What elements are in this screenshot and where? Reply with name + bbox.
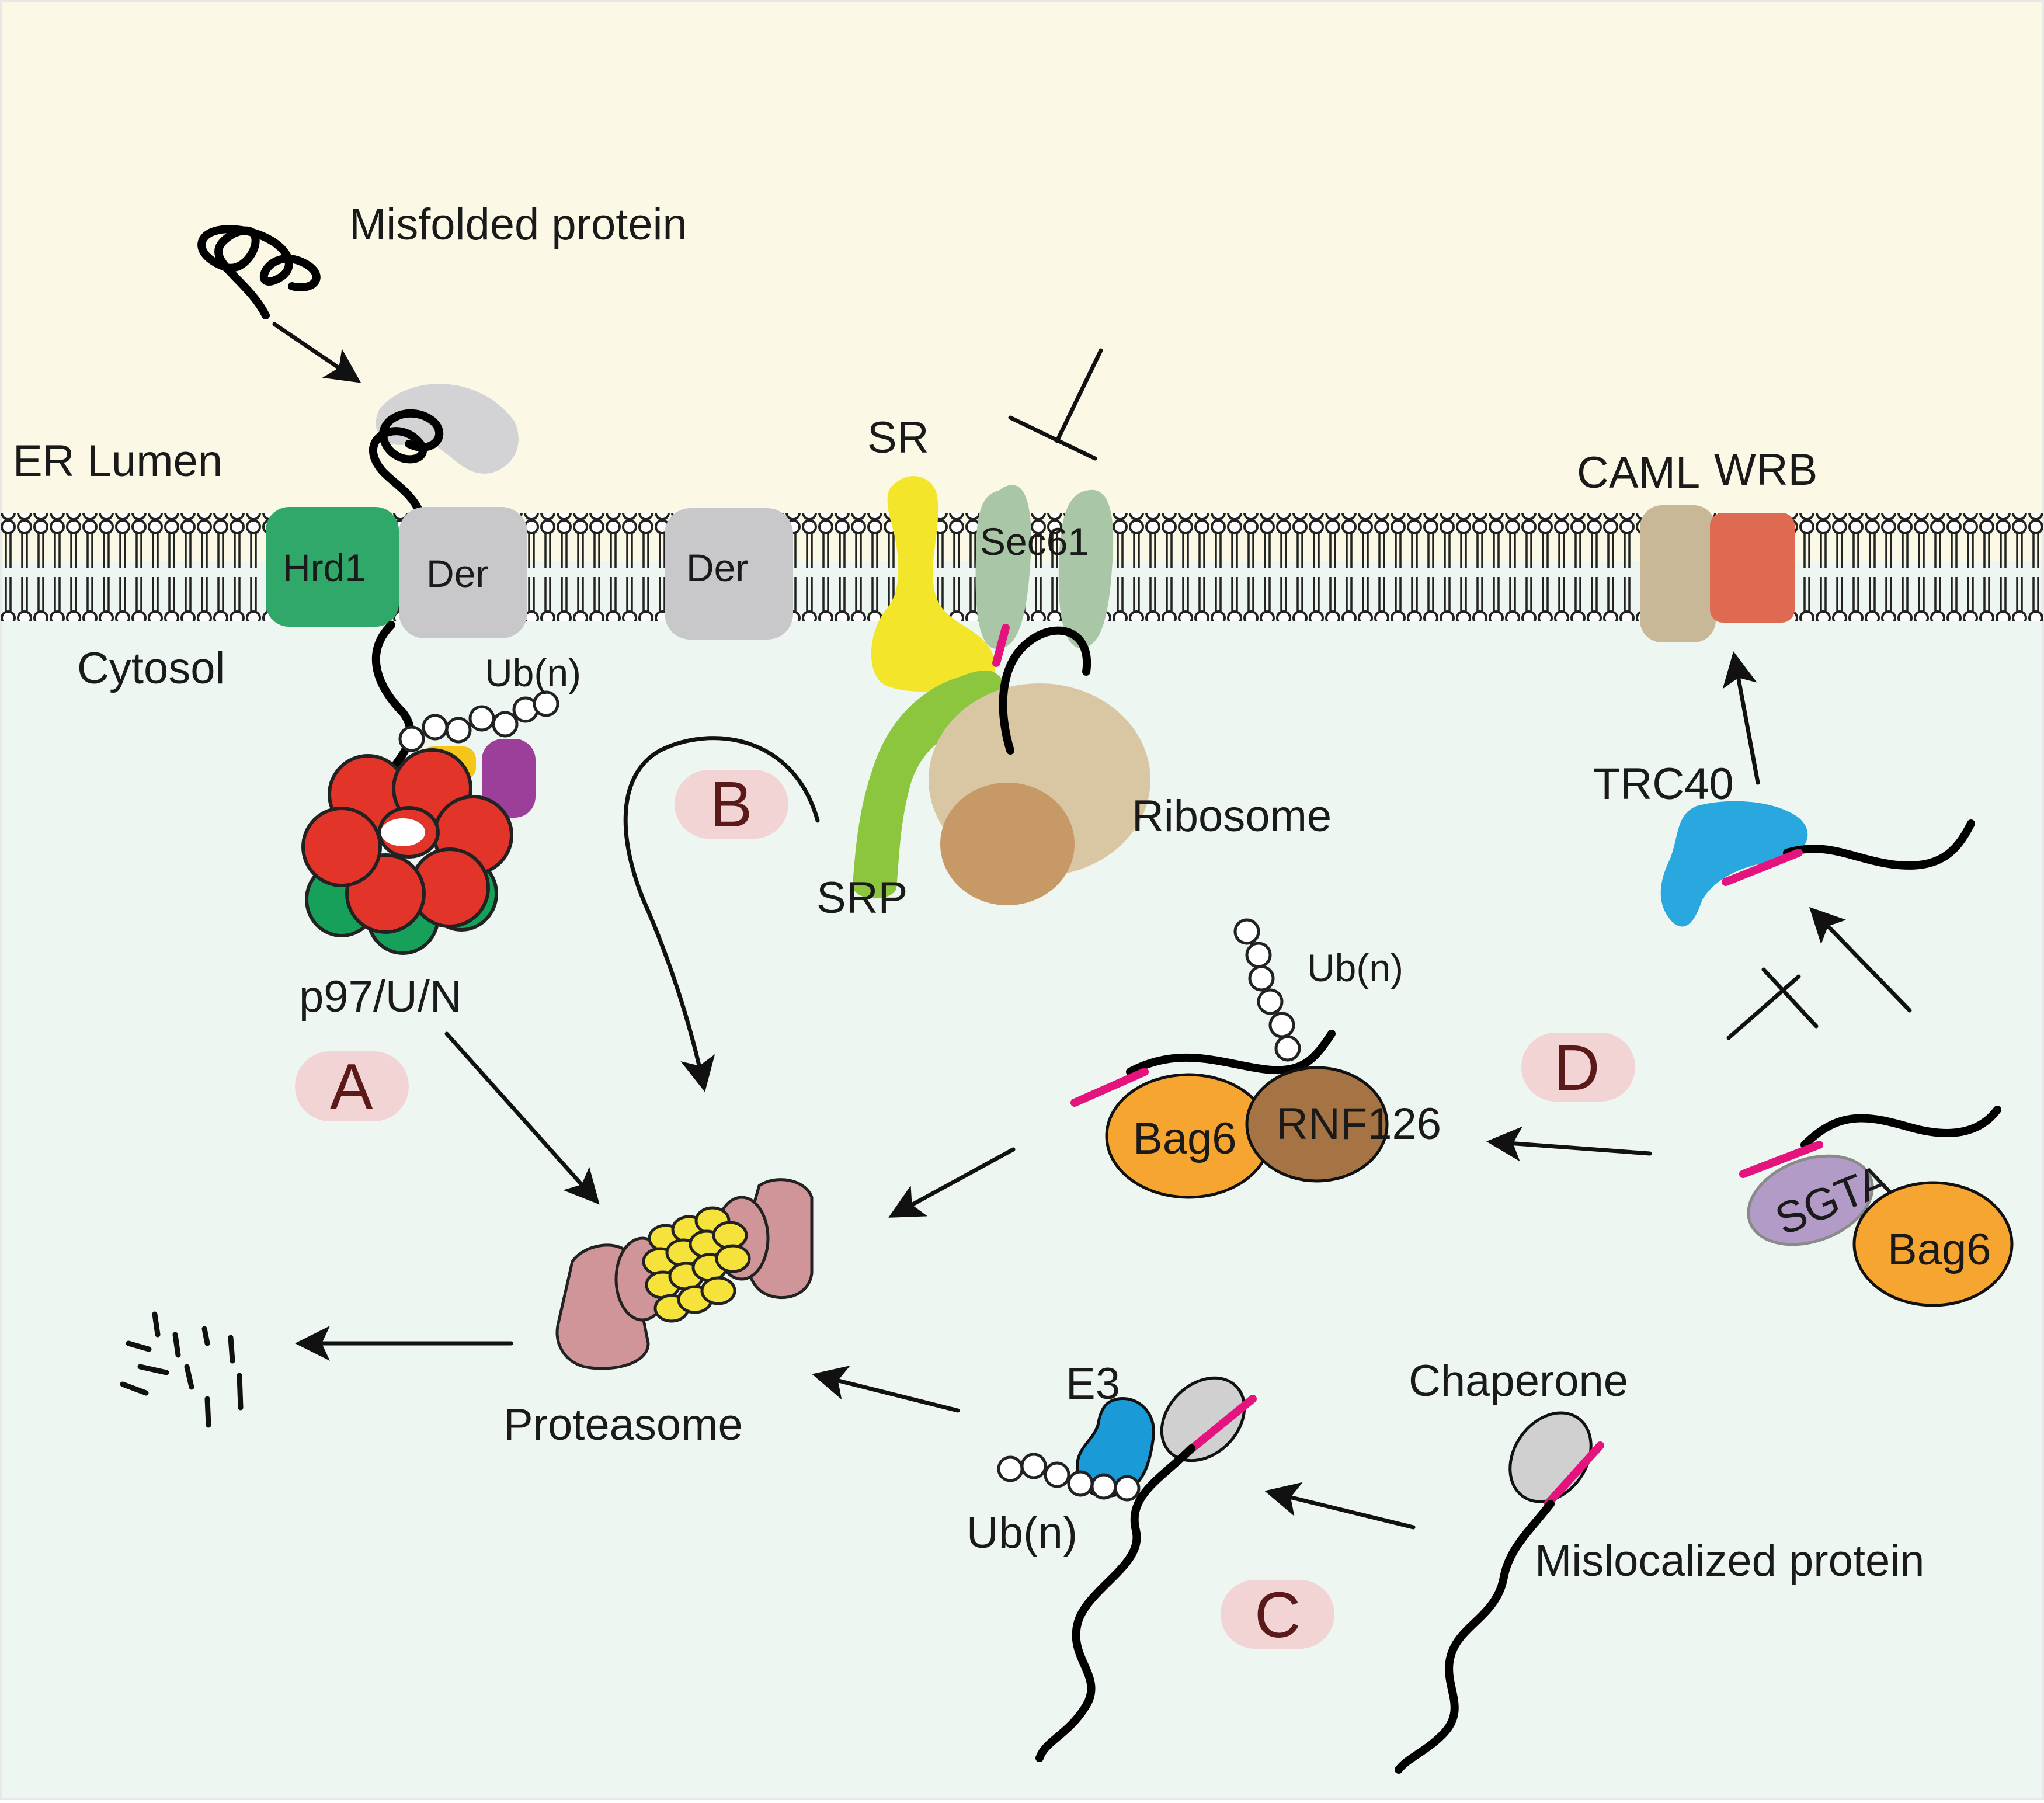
pathway-label-d: D: [1553, 1032, 1600, 1104]
sec61-left: [975, 485, 1031, 649]
ubiquitin-chain-a: [398, 690, 559, 752]
pathway-badge-d: [1521, 1033, 1635, 1102]
sr-label: SR: [867, 413, 929, 463]
ubiquitin-chain-c: [997, 1453, 1141, 1502]
d-to-proteasome-arrow: [888, 1147, 1016, 1218]
ribosome-small-subunit: [940, 783, 1075, 905]
trc40-inhibition-stem: [1761, 967, 1819, 1029]
sec61-label: Sec61: [980, 520, 1089, 563]
cytosol-label: Cytosol: [77, 644, 225, 693]
trc40-label: TRC40: [1593, 759, 1734, 809]
retrotranslocated-chain: [371, 621, 415, 775]
bag6-label: Bag6: [1133, 1114, 1237, 1163]
sgta-protein: [1747, 1154, 1874, 1246]
trc40-protein: [1660, 801, 1808, 927]
misfolded-protein-bound: [369, 409, 444, 518]
bag6-protein-sgta: [1852, 1181, 2014, 1307]
c-bound-tail-anchor: [1184, 1395, 1257, 1455]
pathway-badge-a: [295, 1051, 409, 1121]
hrd1-protein: [266, 507, 399, 627]
trc40-to-receptor-arrow: [1722, 651, 1760, 785]
npl4-subunit: [482, 739, 536, 818]
misfolded-to-hrd1-arrow: [272, 322, 361, 383]
pathway-badge-b: [675, 770, 788, 839]
wrb-label: WRB: [1714, 445, 1817, 495]
bag6-tail-anchor: [1070, 1068, 1149, 1107]
mislocalized-tail-anchor: [1544, 1441, 1604, 1508]
sec61-inhibition-stem: [1055, 348, 1103, 443]
trc40-inhibition-bar: [1726, 974, 1801, 1040]
er-lumen-label: ER Lumen: [13, 436, 223, 486]
nascent-chain: [999, 626, 1091, 755]
sgta-to-bag6-arrow: [1486, 1126, 1652, 1162]
sec61-inhibition-bar: [1008, 415, 1097, 461]
trc40-substrate-chain: [1783, 819, 1975, 870]
trc40-tail-anchor: [1722, 849, 1803, 886]
sgta-to-trc40-arrow: [1809, 906, 1912, 1013]
proteasome-label: Proteasome: [503, 1400, 743, 1450]
ubiquitin-chain-d: [1233, 918, 1301, 1062]
proteasome-26s: [555, 1178, 814, 1370]
ub-label-d: Ub(n): [1307, 946, 1403, 989]
der-protein-1: [399, 507, 527, 638]
ubiquitinated-substrate-chain: [1035, 1444, 1195, 1762]
sgta-tail-anchor: [1739, 1141, 1823, 1178]
pathway-label-b: B: [710, 769, 752, 840]
misfolded-protein-label: Misfolded protein: [349, 200, 687, 249]
caml-protein: [1640, 505, 1716, 642]
p97-hexamer: [301, 748, 513, 955]
srp-particle: [853, 671, 1007, 899]
chaperone-c: [1160, 1376, 1246, 1462]
mislocalized-protein-chain: [1395, 1500, 1555, 1774]
peptide-fragments: [120, 1311, 244, 1428]
caml-label: CAML: [1577, 448, 1700, 498]
misfolded-protein-lumen: [197, 225, 321, 319]
pathway-label-a: A: [330, 1051, 373, 1123]
wrb-protein: [1710, 513, 1795, 623]
bag6-substrate-chain: [1126, 1030, 1336, 1076]
b-to-proteasome-arrow: [623, 736, 820, 1092]
a-to-proteasome-arrow: [444, 1031, 600, 1205]
sgta-substrate-chain: [1800, 1106, 2001, 1149]
er-lumen-region: [0, 0, 2044, 561]
pathway-badge-c: [1221, 1580, 1334, 1649]
chaperone-label: Chaperone: [1409, 1356, 1628, 1406]
bag6-label-sgta: Bag6: [1887, 1225, 1991, 1274]
der-label-2: Der: [686, 546, 748, 589]
mislocalized-to-e3-arrow: [1264, 1482, 1416, 1530]
rnf126-protein: [1245, 1066, 1389, 1183]
rnf126-label: RNF126: [1276, 1099, 1441, 1149]
c-to-proteasome-arrow: [812, 1366, 960, 1413]
ub-label-c: Ub(n): [967, 1508, 1077, 1558]
ub-label-a: Ub(n): [485, 651, 581, 694]
der-protein-2: [665, 508, 793, 640]
sr-receptor: [871, 476, 996, 696]
pathway-label-c: C: [1254, 1579, 1301, 1651]
ribosome-label: Ribosome: [1132, 791, 1332, 841]
der-label-1: Der: [426, 552, 488, 595]
signal-sequence: [992, 624, 1010, 667]
p97-label: p97/U/N: [299, 972, 462, 1022]
hrd1-label: Hrd1: [283, 546, 366, 589]
lumenal-chaperone: [376, 384, 519, 474]
sec61-right: [1058, 489, 1114, 648]
mislocalized-protein-label: Mislocalized protein: [1535, 1536, 1924, 1586]
srp-label: SRP: [816, 873, 908, 923]
